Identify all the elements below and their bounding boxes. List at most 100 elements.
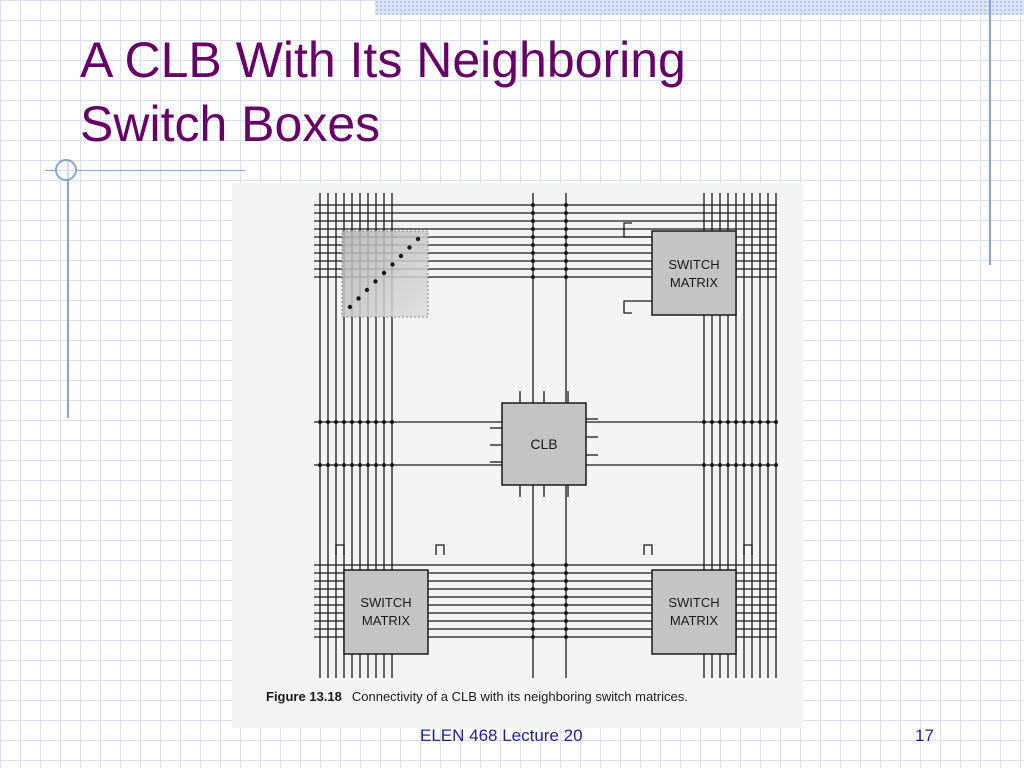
junction-dot (564, 227, 568, 231)
junction-dot (774, 463, 778, 467)
switch-matrix-stub (335, 544, 345, 555)
junction-dot (564, 595, 568, 599)
junction-dot (390, 463, 394, 467)
junction-dot (718, 463, 722, 467)
junction-dot (326, 420, 330, 424)
junction-dot (531, 211, 535, 215)
switch-matrix-stub (435, 544, 445, 555)
pip-dot (407, 245, 412, 250)
slide-title: A CLB With Its Neighboring Switch Boxes (80, 28, 980, 156)
figure-caption: Figure 13.18 Connectivity of a CLB with i… (266, 689, 688, 704)
junction-dot (564, 243, 568, 247)
junction-dot (564, 219, 568, 223)
crosshair-circle-icon (55, 159, 77, 181)
junction-dot (366, 420, 370, 424)
junction-dot (531, 275, 535, 279)
junction-dot (564, 611, 568, 615)
junction-dot (750, 463, 754, 467)
clb-connectivity-diagram: CLB SWITCH MATRIX SWITCH MATRIX SWITCH M… (266, 193, 778, 704)
switch-matrix-bottom-left: SWITCH MATRIX (343, 569, 429, 655)
junction-dot (564, 275, 568, 279)
junction-dot (702, 420, 706, 424)
junction-dot (334, 463, 338, 467)
junction-dot (531, 635, 535, 639)
matrix-label: MATRIX (670, 613, 718, 628)
junction-dot (718, 420, 722, 424)
junction-dot (702, 463, 706, 467)
switch-matrix-bottom-right: SWITCH MATRIX (651, 569, 737, 655)
junction-dot (564, 235, 568, 239)
figure-image: CLB SWITCH MATRIX SWITCH MATRIX SWITCH M… (232, 183, 803, 728)
switch-matrix-top-right: SWITCH MATRIX (651, 230, 737, 316)
junction-dot (531, 251, 535, 255)
junction-dot (742, 463, 746, 467)
pip-dot (390, 262, 395, 267)
right-accent-line (989, 0, 991, 265)
figure-caption-label: Figure 13.18 (266, 689, 342, 704)
junction-dot (531, 219, 535, 223)
junction-dot (758, 420, 762, 424)
junction-dot (531, 619, 535, 623)
junction-dot (531, 579, 535, 583)
junction-dot (564, 259, 568, 263)
junction-dot (766, 463, 770, 467)
junction-dot (366, 463, 370, 467)
junction-dot (318, 420, 322, 424)
switch-matrix-stub (743, 544, 753, 555)
junction-dot (531, 563, 535, 567)
junction-dot (531, 587, 535, 591)
junction-dot (374, 463, 378, 467)
junction-dot (531, 603, 535, 607)
junction-dot (531, 595, 535, 599)
switch-matrix-stub (623, 222, 652, 238)
junction-dot (710, 420, 714, 424)
junction-dot (564, 635, 568, 639)
clb-block (501, 402, 587, 486)
junction-dot (531, 243, 535, 247)
junction-dot (350, 463, 354, 467)
junction-dot (326, 463, 330, 467)
pip-dot (398, 253, 404, 259)
junction-dot (531, 259, 535, 263)
junction-dot (342, 463, 346, 467)
pip-dot (364, 287, 370, 293)
junction-dot (342, 420, 346, 424)
junction-dot (564, 603, 568, 607)
pip-dot (373, 279, 378, 284)
figure-caption-text: Connectivity of a CLB with its neighbori… (352, 689, 688, 704)
junction-dot (710, 463, 714, 467)
switch-matrix-stub (623, 300, 652, 314)
junction-dot (358, 463, 362, 467)
junction-dot (564, 579, 568, 583)
pip-dot (381, 270, 387, 276)
pip-dot (356, 296, 361, 301)
switch-label-top: SWITCH (360, 595, 411, 610)
left-accent-line (67, 160, 69, 418)
junction-dot (564, 571, 568, 575)
switch-label-top: SWITCH (668, 595, 719, 610)
junction-dot (382, 463, 386, 467)
title-line-2: Switch Boxes (80, 96, 381, 152)
junction-dot (531, 611, 535, 615)
junction-dot (758, 463, 762, 467)
slide-footer: ELEN 468 Lecture 20 (420, 726, 583, 745)
clb-label: CLB (530, 436, 557, 452)
junction-dot (726, 463, 730, 467)
junction-dot (390, 420, 394, 424)
junction-dot (374, 420, 378, 424)
junction-dot (531, 235, 535, 239)
matrix-label: MATRIX (670, 275, 718, 290)
junction-dot (750, 420, 754, 424)
junction-dot (318, 463, 322, 467)
junction-dot (334, 420, 338, 424)
title-line-1: A CLB With Its Neighboring (80, 32, 686, 88)
junction-dot (734, 420, 738, 424)
switch-label-top: SWITCH (668, 257, 719, 272)
pip-dot (415, 236, 421, 242)
junction-dot (531, 571, 535, 575)
junction-dot (564, 627, 568, 631)
junction-dot (358, 420, 362, 424)
junction-dot (766, 420, 770, 424)
junction-dot (564, 251, 568, 255)
junction-dot (564, 211, 568, 215)
